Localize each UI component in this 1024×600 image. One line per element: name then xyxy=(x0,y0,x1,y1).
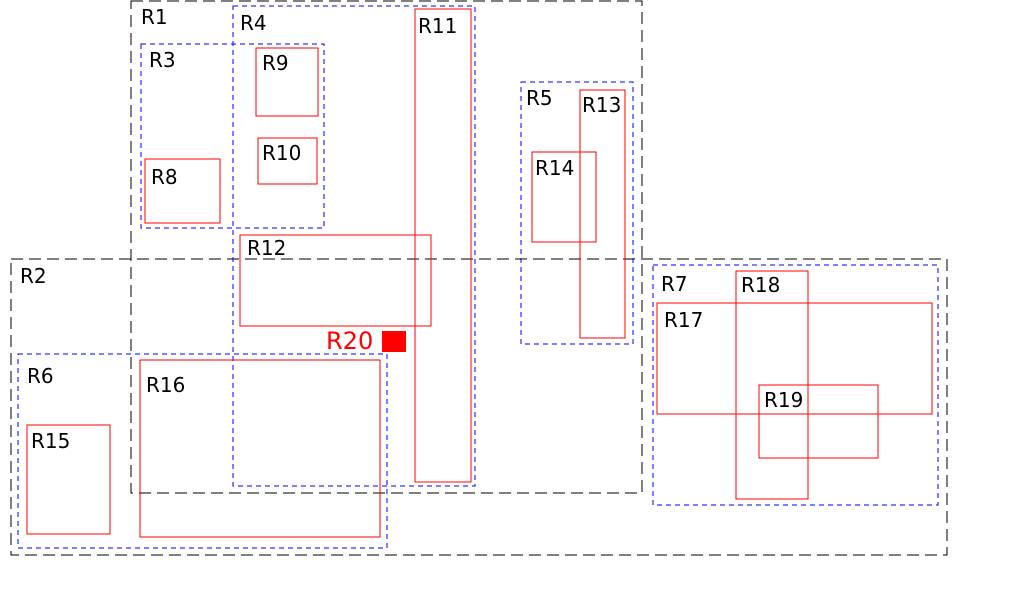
region-r10-label: R10 xyxy=(262,141,301,165)
region-r8: R8 xyxy=(144,158,221,224)
region-r6-label: R6 xyxy=(27,364,54,388)
region-r13-box xyxy=(579,89,626,339)
region-r2-box xyxy=(10,258,948,556)
region-r17-label: R17 xyxy=(664,308,703,332)
region-r9-label: R9 xyxy=(262,51,289,75)
region-r1: R1 xyxy=(130,0,643,494)
region-r19-box xyxy=(758,384,879,459)
region-r18-label: R18 xyxy=(741,273,780,297)
region-r5-label: R5 xyxy=(526,86,553,110)
region-r8-label: R8 xyxy=(151,165,178,189)
region-r19-label: R19 xyxy=(764,388,803,412)
region-r14: R14 xyxy=(531,151,597,243)
region-r17-box xyxy=(656,302,933,415)
region-r7-box xyxy=(652,264,939,506)
region-r6: R6 xyxy=(17,353,388,549)
region-r2-label: R2 xyxy=(20,264,47,288)
region-r1-label: R1 xyxy=(141,5,168,29)
region-r15-label: R15 xyxy=(31,429,70,453)
region-r13-label: R13 xyxy=(582,93,621,117)
region-r2: R2 xyxy=(10,258,948,556)
highlight-r20: R20 xyxy=(326,327,406,355)
region-r14-label: R14 xyxy=(535,156,574,180)
region-r15: R15 xyxy=(26,424,111,535)
region-r10-box xyxy=(257,137,318,185)
region-r13: R13 xyxy=(579,89,626,339)
region-r14-box xyxy=(531,151,597,243)
region-r11-box xyxy=(414,8,472,483)
region-r3-label: R3 xyxy=(149,48,176,72)
region-r16-label: R16 xyxy=(146,373,185,397)
region-r5-box xyxy=(520,81,634,345)
region-r12: R12 xyxy=(239,234,432,327)
region-r1-box xyxy=(130,0,643,494)
highlight-r20-marker xyxy=(382,331,406,352)
region-r17: R17 xyxy=(656,302,933,415)
region-r15-box xyxy=(26,424,111,535)
region-r11-label: R11 xyxy=(418,14,457,38)
region-r12-label: R12 xyxy=(247,236,286,260)
region-r10: R10 xyxy=(257,137,318,185)
region-r18: R18 xyxy=(735,270,809,500)
region-r9: R9 xyxy=(255,47,319,117)
region-r4-label: R4 xyxy=(240,11,267,35)
region-r8-box xyxy=(144,158,221,224)
leaf-regions: R8 R9 R10 R11 R12 R13 R14 R15 xyxy=(26,8,933,538)
region-r5: R5 xyxy=(520,81,634,345)
region-r12-box xyxy=(239,234,432,327)
level2-regions: R3 R4 R5 R6 R7 xyxy=(17,5,939,549)
level1-regions: R1 R2 xyxy=(10,0,948,556)
region-r7-label: R7 xyxy=(661,272,688,296)
region-r16: R16 xyxy=(139,359,381,538)
region-r7: R7 xyxy=(652,264,939,506)
region-r4-box xyxy=(232,5,476,487)
region-r4: R4 xyxy=(232,5,476,487)
region-r6-box xyxy=(17,353,388,549)
region-r16-box xyxy=(139,359,381,538)
region-r11: R11 xyxy=(414,8,472,483)
region-r9-box xyxy=(255,47,319,117)
region-r19: R19 xyxy=(758,384,879,459)
highlight-r20-label: R20 xyxy=(326,327,373,355)
